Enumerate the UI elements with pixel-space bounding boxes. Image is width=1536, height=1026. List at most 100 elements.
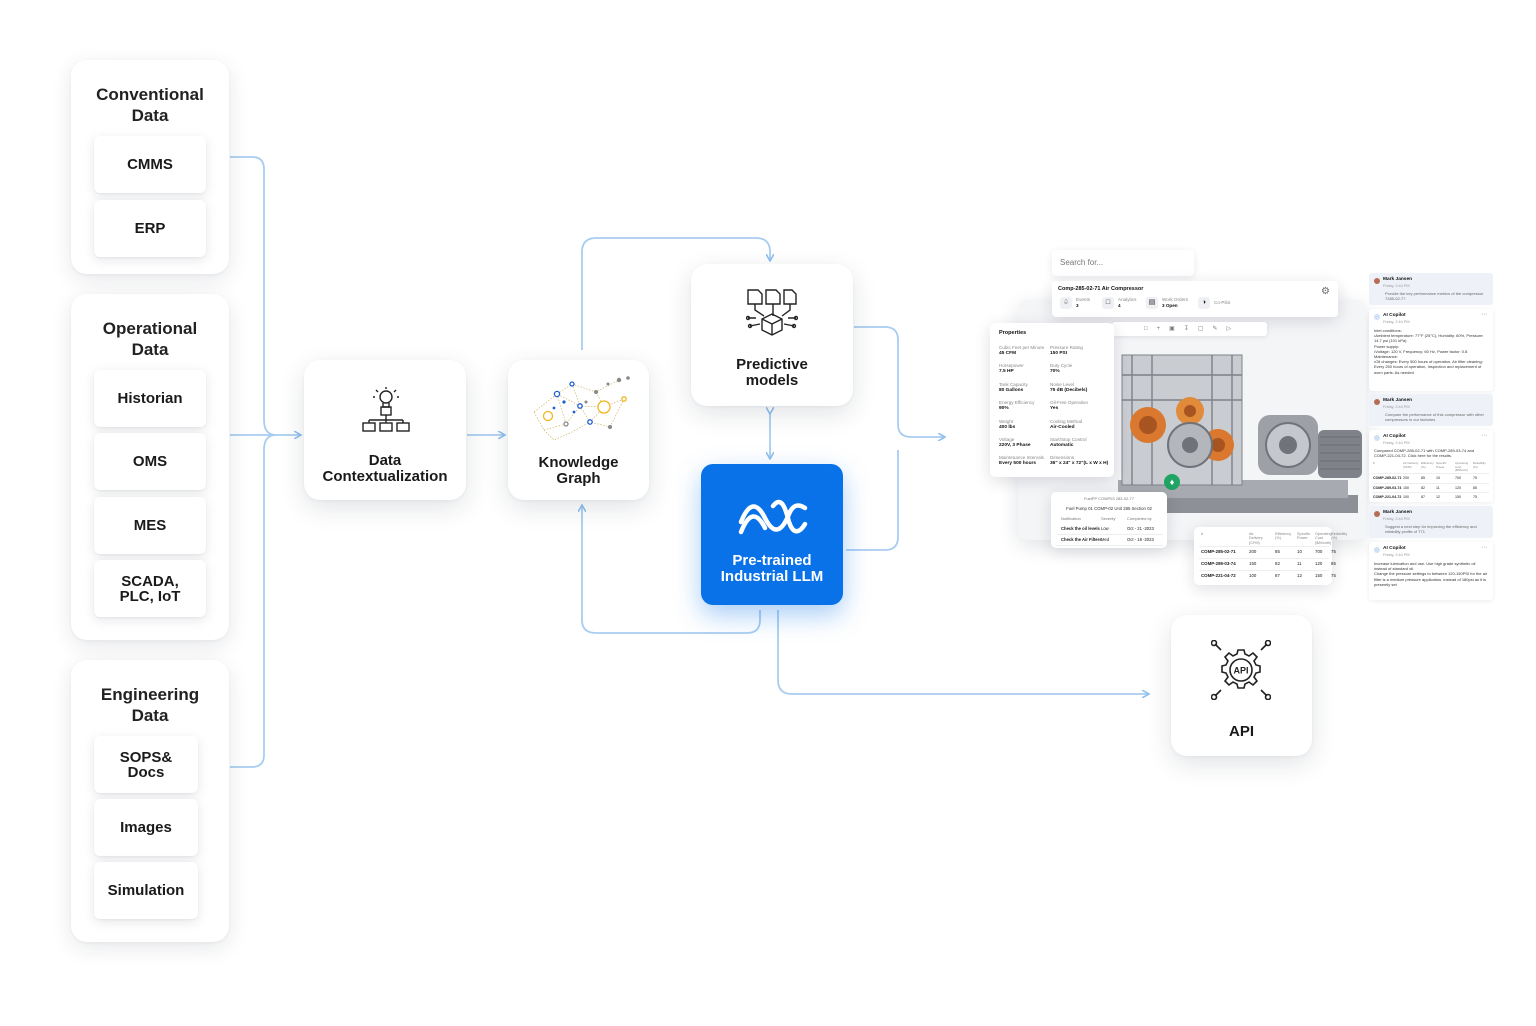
group-title: Operational Data [102,319,198,359]
stat-copilot[interactable]: ◑ Co-Pilot [1198,297,1238,311]
table-cell: 200 [1403,476,1409,480]
property-value: 150 PSI [1050,351,1068,356]
node-predictive-models[interactable]: Predictive models [691,264,853,406]
more-options-icon[interactable]: ⋯ [1481,312,1487,318]
source-erp[interactable]: ERP [94,200,206,257]
property-value: 7.5 HP [999,369,1014,375]
property-value: 70% [1050,369,1060,375]
group-operational-data: Operational Data Historian OMS MES SCADA… [71,294,229,640]
property-label: Cooling Method [1050,418,1083,424]
avatar [1374,278,1380,284]
group-title: Engineering Data [100,685,200,725]
table-cell: 85 [1473,485,1477,490]
property-label: Noise Level [1050,381,1075,387]
property-value: 80 Gallons [999,387,1024,393]
source-mes[interactable]: MES [94,497,206,554]
settings-gear-icon[interactable]: ⚙ [1321,286,1330,297]
column-header: # [1373,461,1375,465]
viewer-toolbar: □+▣↧▢✎▷ [1112,322,1267,336]
table-cell: 10 [1436,476,1440,480]
table-cell: 11 [1297,561,1302,566]
property-value: 220V, 3 Phase [999,443,1031,448]
table-cell: 150 [1315,573,1323,578]
more-options-icon[interactable]: ⋯ [1481,545,1487,551]
source-simulation[interactable]: Simulation [94,862,198,919]
table-cell: 120 [1315,561,1323,566]
asset-header: Comp-285-02-71 Air Compressor ⚙ ♤ Events… [1052,281,1338,317]
chat-message-ai: AI Copilot Friday, 2:44 PM ⋯ Compared CO… [1369,430,1493,502]
stat-events[interactable]: ♤ Events 3 [1060,297,1100,311]
property-label: Voltage [999,437,1015,442]
copilot-icon [1374,314,1380,320]
node-knowledge-graph[interactable]: Knowledge Graph [508,360,649,500]
column-header: Efficiency (%) [1275,532,1292,541]
table-cell: 75 [1473,495,1477,499]
search-placeholder: Search for... [1060,258,1104,267]
column-header: # [1201,532,1204,536]
property-label: Weight [999,418,1014,424]
alert-bell-icon[interactable]: ♦ [1164,474,1180,490]
property-label: Dimensions [1050,455,1074,461]
table-cell: 700 [1315,549,1323,554]
column-header: Reliability (%) [1473,461,1486,469]
chat-message-user: Mark Jansen Friday, 2:44 PM Suggest a ne… [1369,506,1493,538]
stat-work-orders[interactable]: ▤ Work Orders 3 Open [1146,297,1196,311]
connector-conventional [230,156,277,436]
node-label: Predictive models [736,356,808,389]
table-cell: COMP-221-04-72 [1201,573,1236,578]
property-label: Start/Stop Control [1050,437,1087,442]
table-cell: 100 [1403,495,1409,499]
table-cell: 85 [1331,561,1336,566]
toolbar-tool-icon[interactable]: □+▣↧▢✎▷ [1144,326,1241,332]
source-cmms[interactable]: CMMS [94,136,206,193]
search-bar[interactable]: Search for... [1052,250,1194,276]
node-api[interactable]: API API [1171,615,1312,756]
property-label: Tank Capacity [999,381,1028,387]
node-data-contextualization[interactable]: Data Contextualization [304,360,466,500]
node-pretrained-industrial-llm[interactable]: Pre-trained Industrial LLM [701,464,843,605]
node-label: API [1228,723,1254,740]
table-cell: 82 [1275,561,1280,566]
source-historian[interactable]: Historian [94,370,206,427]
table-cell: 82 [1421,485,1425,490]
lightbulb-hierarchy-icon [362,387,410,432]
table-cell: 75 [1331,549,1336,554]
property-label: Oil-Free Operation [1050,400,1089,406]
property-value: Air-Cooled [1050,424,1075,430]
source-oms[interactable]: OMS [94,433,206,490]
properties-title: Properties [999,330,1027,336]
property-label: Horsepower [999,363,1024,369]
connector-predictive-out [854,326,944,437]
property-value: 90% [999,406,1009,412]
property-value: Every 500 hours [999,461,1037,467]
asset-title: Comp-285-02-71 Air Compressor [1058,286,1144,292]
wave-logo-icon [738,499,808,535]
source-scada-plc-iot[interactable]: SCADA, PLC, IoT [94,560,206,617]
connector-engineering [230,434,277,768]
column-header: Efficiency (%) [1421,461,1434,469]
source-images[interactable]: Images [94,799,198,856]
chart-icon: □ [1102,297,1114,309]
source-sops-docs[interactable]: SOPS& Docs [94,736,198,793]
more-options-icon[interactable]: ⋯ [1481,433,1487,439]
stat-analytics[interactable]: □ Analytics 4 [1102,297,1142,311]
property-label: Duty Cycle [1050,363,1073,369]
table-cell: Low [1101,526,1109,531]
table-cell: Med [1101,537,1110,542]
column-header: Operating Cost ($/Month) [1315,532,1332,545]
table-cell: Check the oil levels [1061,526,1100,531]
table-cell: COMP-289-03-74 [1373,485,1402,490]
property-value: 45 CFM [999,351,1017,356]
table-cell: 200 [1249,549,1257,554]
table-cell: 150 [1249,561,1257,566]
node-label: Data Contextualization [322,452,448,485]
